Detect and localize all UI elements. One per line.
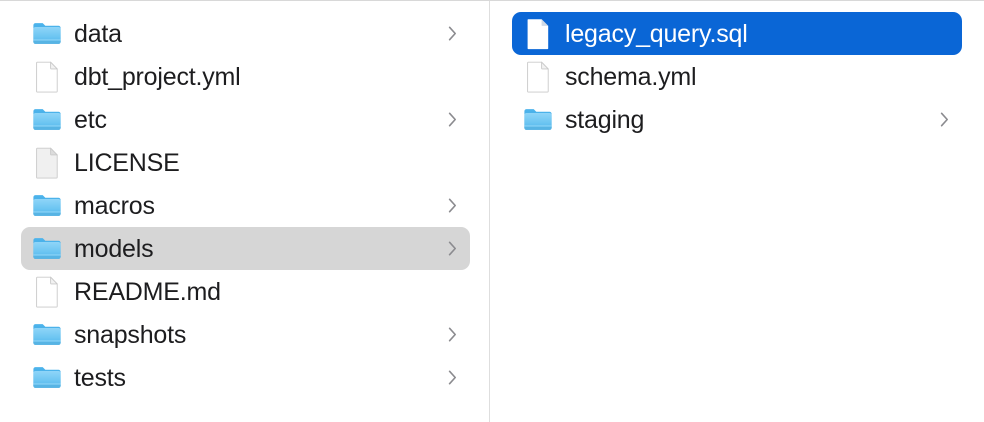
item-label: etc (74, 105, 107, 134)
file-icon (523, 60, 553, 94)
folder-row[interactable]: etc (21, 98, 470, 141)
file-icon (32, 275, 62, 309)
folder-icon (32, 318, 62, 352)
folder-icon (523, 103, 553, 137)
folder-row[interactable]: models (21, 227, 470, 270)
folder-row[interactable]: staging (512, 98, 962, 141)
folder-icon (32, 361, 62, 395)
chevron-right-icon[interactable] (445, 195, 459, 217)
item-label: schema.yml (565, 62, 697, 91)
file-row[interactable]: legacy_query.sql (512, 12, 962, 55)
item-label: dbt_project.yml (74, 62, 241, 91)
chevron-right-icon[interactable] (445, 238, 459, 260)
file-icon (523, 17, 553, 51)
folder-icon (32, 103, 62, 137)
file-plain-icon (32, 146, 62, 180)
item-label: README.md (74, 277, 221, 306)
folder-icon (32, 189, 62, 223)
folder-row[interactable]: macros (21, 184, 470, 227)
file-row[interactable]: README.md (21, 270, 470, 313)
item-label: macros (74, 191, 155, 220)
file-row[interactable]: dbt_project.yml (21, 55, 470, 98)
file-row[interactable]: LICENSE (21, 141, 470, 184)
finder-column-models[interactable]: legacy_query.sql schema.yml staging (491, 1, 984, 422)
item-label: tests (74, 363, 126, 392)
file-list-models: legacy_query.sql schema.yml staging (491, 1, 984, 141)
file-row[interactable]: schema.yml (512, 55, 962, 98)
folder-row[interactable]: snapshots (21, 313, 470, 356)
chevron-right-icon[interactable] (445, 324, 459, 346)
chevron-right-icon[interactable] (445, 23, 459, 45)
chevron-right-icon[interactable] (445, 367, 459, 389)
folder-row[interactable]: data (21, 12, 470, 55)
folder-icon (32, 17, 62, 51)
chevron-right-icon[interactable] (445, 109, 459, 131)
item-label: snapshots (74, 320, 187, 349)
item-label: models (74, 234, 154, 263)
folder-icon (32, 232, 62, 266)
item-label: legacy_query.sql (565, 19, 748, 48)
item-label: LICENSE (74, 148, 180, 177)
chevron-right-icon[interactable] (937, 109, 951, 131)
file-icon (32, 60, 62, 94)
folder-row[interactable]: tests (21, 356, 470, 399)
item-label: data (74, 19, 122, 48)
item-label: staging (565, 105, 645, 134)
